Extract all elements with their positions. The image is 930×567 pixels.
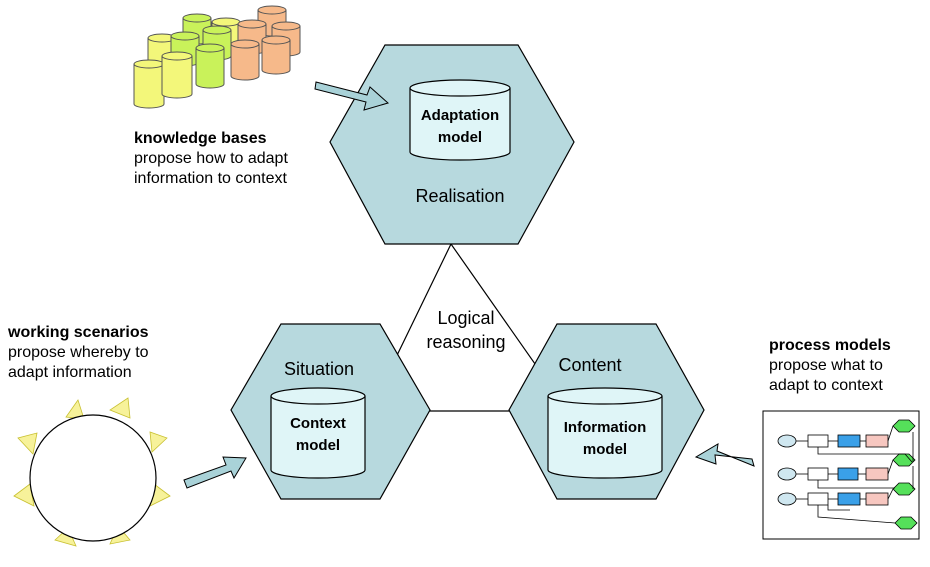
database-stack-icon [133, 5, 301, 109]
adaptation-model-cylinder [409, 79, 511, 161]
arrow-process-to-content [694, 443, 755, 467]
logical-reasoning-label-2: reasoning [426, 332, 505, 352]
knowledge-bases-line2: information to context [134, 170, 287, 187]
adaptation-model-label: Adaptation [421, 107, 499, 124]
process-flow-icon [762, 410, 920, 540]
process-models-text: process models propose what to adapt to … [769, 336, 891, 396]
working-scenarios-line2: adapt information [8, 364, 132, 381]
knowledge-bases-text: knowledge bases propose how to adapt inf… [134, 129, 288, 189]
context-model-label-2: model [296, 437, 340, 454]
sun-icon [13, 397, 171, 547]
information-model-label: Information [564, 419, 647, 436]
situation-hexagon [230, 323, 431, 500]
logical-reasoning-label: Logical [437, 308, 494, 328]
knowledge-bases-heading: knowledge bases [134, 130, 267, 147]
process-models-heading: process models [769, 337, 891, 354]
arrow-scenarios-to-situation [183, 456, 247, 489]
working-scenarios-heading: working scenarios [8, 324, 149, 341]
logical-reasoning-triangle [369, 242, 570, 412]
information-model-label-2: model [583, 441, 627, 458]
context-model-label: Context [290, 415, 346, 432]
process-models-line1: propose what to [769, 357, 883, 374]
context-model-cylinder [270, 387, 366, 479]
arrow-knowledge-to-realisation [314, 81, 390, 111]
working-scenarios-line1: propose whereby to [8, 344, 149, 361]
content-title: Content [558, 355, 621, 375]
realisation-title: Realisation [415, 186, 504, 206]
process-models-line2: adapt to context [769, 377, 883, 394]
realisation-hexagon [329, 44, 575, 245]
knowledge-bases-line1: propose how to adapt [134, 150, 288, 167]
situation-title: Situation [284, 359, 354, 379]
adaptation-model-label-2: model [438, 129, 482, 146]
working-scenarios-text: working scenarios propose whereby to ada… [8, 323, 149, 383]
content-hexagon [508, 323, 705, 500]
information-model-cylinder [547, 387, 663, 479]
